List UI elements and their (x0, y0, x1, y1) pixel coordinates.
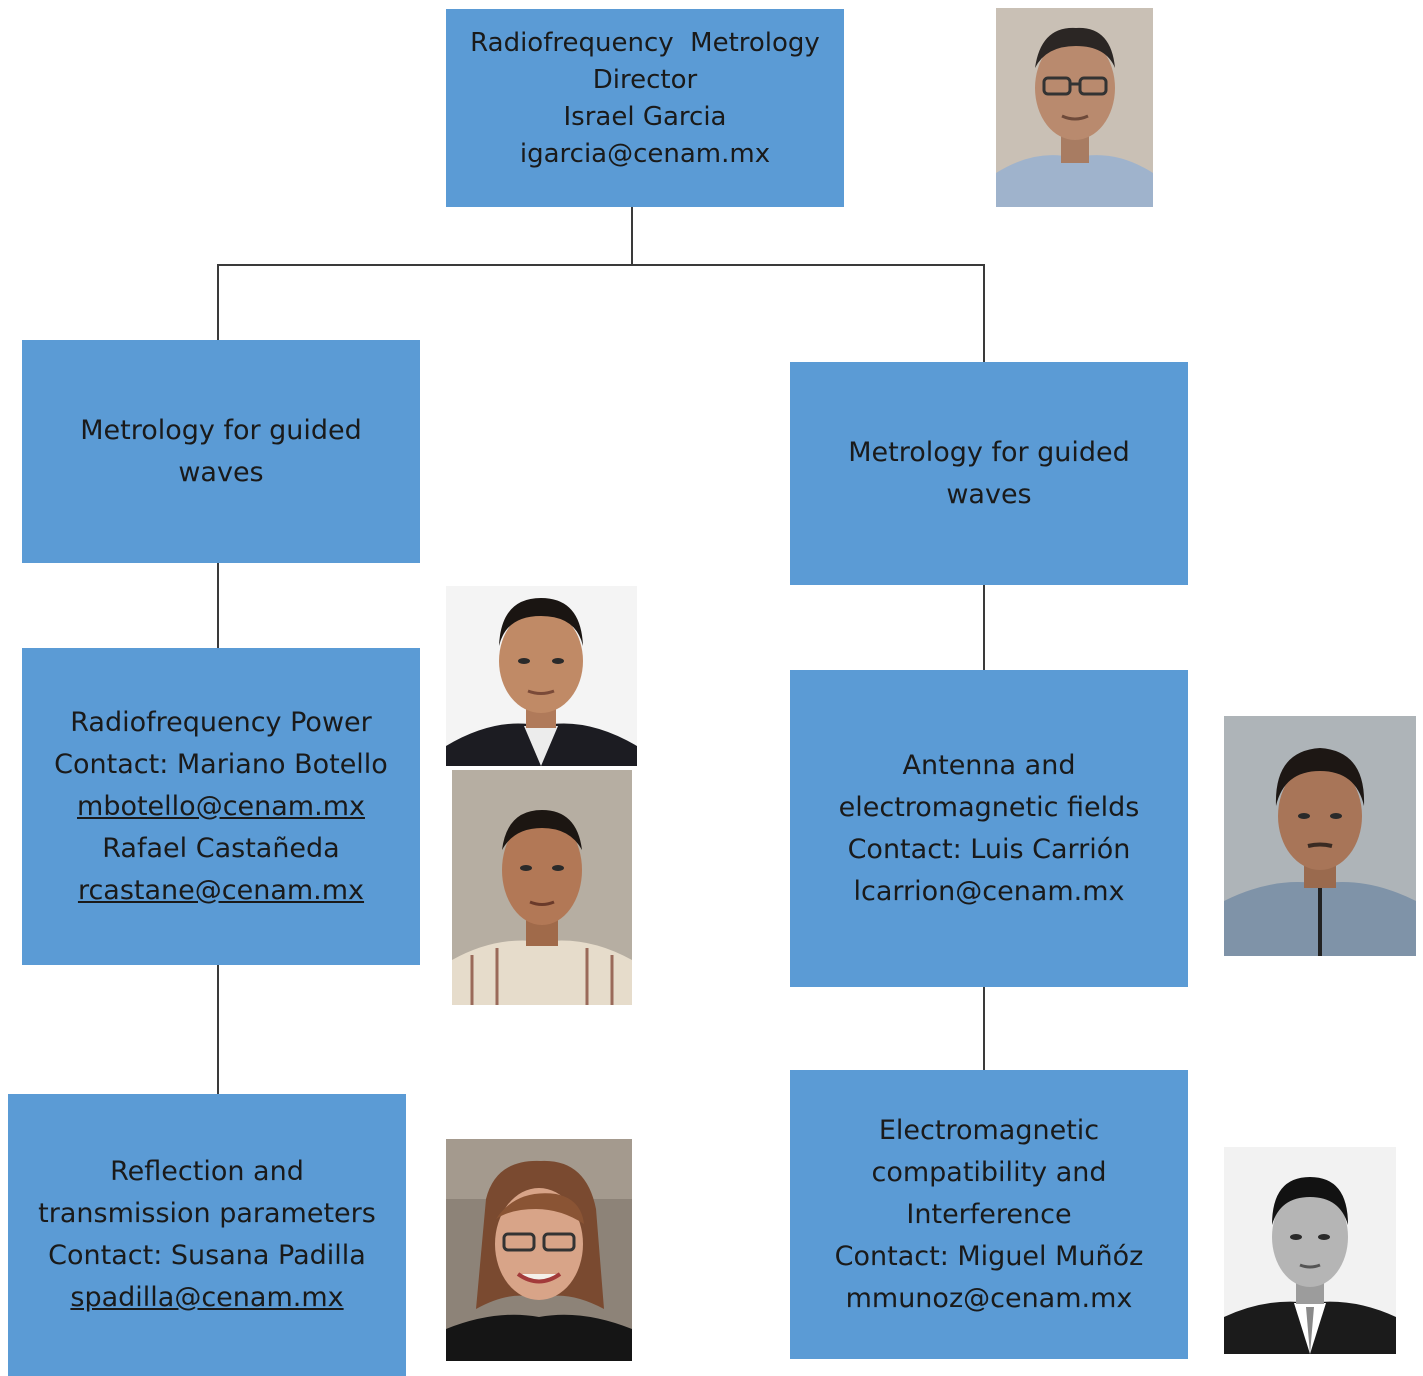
antenna-box: Antenna and electromagnetic fields Conta… (790, 670, 1188, 987)
left-division-box: Metrology for guided waves (22, 340, 420, 563)
right-division-box: Metrology for guided waves (790, 362, 1188, 585)
connector-right-down (983, 264, 985, 362)
director-title-line1: Radiofrequency Metrology (470, 28, 820, 58)
reflection-contact: Contact: Susana Padilla (48, 1240, 366, 1271)
miguel-munoz-photo (1224, 1147, 1396, 1354)
reflection-email[interactable]: spadilla@cenam.mx (70, 1282, 344, 1313)
emc-title-line2: compatibility and (871, 1156, 1107, 1188)
connector-left-down (217, 264, 219, 340)
connector-left-division-to-rf (217, 563, 219, 648)
luis-carrion-photo (1224, 716, 1416, 956)
right-division-line2: waves (946, 478, 1032, 510)
reflection-title-line1: Reflection and (110, 1156, 304, 1187)
susana-padilla-photo (446, 1139, 632, 1361)
director-name: Israel Garcia (563, 102, 727, 132)
emc-title-line3: Interference (906, 1198, 1072, 1230)
director-box: Radiofrequency Metrology Director Israel… (446, 9, 844, 207)
rf-power-email-1[interactable]: mbotello@cenam.mx (77, 790, 365, 822)
rf-power-box: Radiofrequency Power Contact: Mariano Bo… (22, 648, 420, 965)
connector-director-down (631, 207, 633, 265)
emc-title-line1: Electromagnetic (878, 1114, 1100, 1146)
director-title-line2: Director (592, 65, 698, 95)
reflection-box: Reflection and transmission parameters C… (8, 1094, 406, 1376)
left-division-line1: Metrology for guided (80, 414, 362, 446)
rf-power-contact-2: Rafael Castañeda (102, 832, 340, 864)
reflection-title-line2: transmission parameters (38, 1198, 376, 1229)
emc-email[interactable]: mmunoz@cenam.mx (845, 1282, 1133, 1314)
antenna-title-line2: electromagnetic fields (838, 791, 1140, 823)
antenna-contact: Contact: Luis Carrión (847, 833, 1131, 865)
connector-right-division-to-antenna (983, 585, 985, 670)
emc-contact: Contact: Miguel Muñóz (834, 1240, 1144, 1272)
antenna-email[interactable]: lcarrion@cenam.mx (853, 875, 1125, 907)
antenna-title-line1: Antenna and (902, 749, 1076, 781)
connector-horizontal (217, 264, 985, 266)
right-division-line1: Metrology for guided (848, 436, 1130, 468)
emc-box: Electromagnetic compatibility and Interf… (790, 1070, 1188, 1359)
mariano-botello-photo (446, 586, 637, 766)
left-division-line2: waves (178, 456, 264, 488)
director-email: igarcia@cenam.mx (519, 139, 771, 169)
connector-antenna-to-emc (983, 987, 985, 1070)
rf-power-email-2[interactable]: rcastane@cenam.mx (77, 874, 365, 906)
rf-power-contact: Contact: Mariano Botello (54, 748, 388, 780)
rf-power-title: Radiofrequency Power (70, 706, 372, 738)
director-photo (996, 8, 1153, 207)
connector-rf-to-reflection (217, 965, 219, 1094)
rafael-castaneda-photo (452, 770, 632, 1005)
